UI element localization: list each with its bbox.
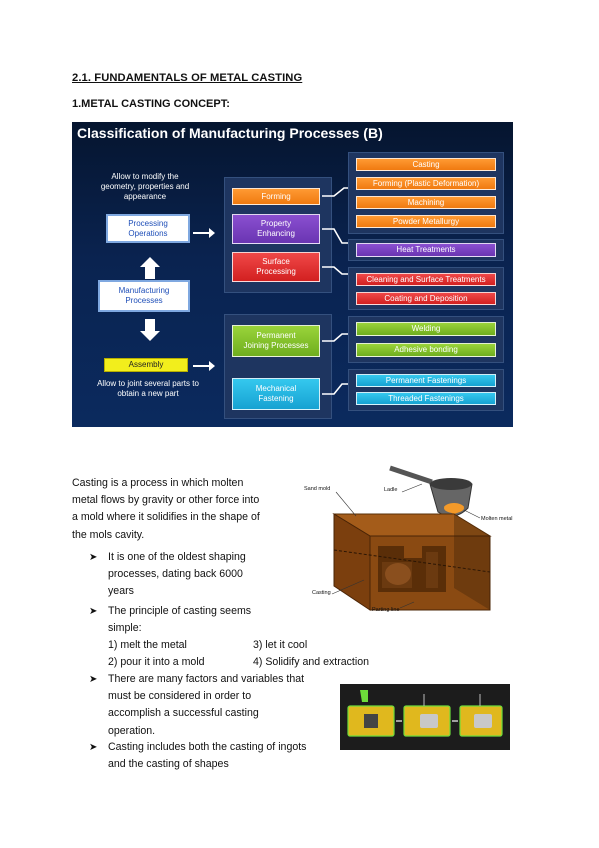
- note-joint: Allow to joint several parts to obtain a…: [78, 379, 218, 399]
- item-adhesive-bonding: Adhesive bonding: [356, 343, 496, 357]
- bullet-principle: The principle of casting seems simple:: [108, 603, 251, 637]
- para-line: the mols cavity.: [72, 528, 145, 541]
- bullet-line: simple:: [108, 622, 142, 635]
- bullet-line: Casting includes both the casting of ing…: [108, 741, 307, 753]
- section-heading: 2.1. FUNDAMENTALS OF METAL CASTING: [72, 72, 303, 84]
- box-line: Processing: [128, 218, 168, 228]
- box-line: Joining Processes: [243, 341, 309, 350]
- step-1: 1) melt the metal: [108, 639, 187, 651]
- diagram-title: Classification of Manufacturing Processe…: [77, 125, 383, 141]
- casting-definition: Casting is a process in which molten met…: [72, 475, 287, 544]
- box-line: Manufacturing: [118, 286, 170, 295]
- box-line: Permanent: [256, 331, 296, 340]
- note-line: Allow to modify the: [111, 172, 179, 181]
- box-line: Processes: [125, 296, 163, 305]
- arrow-head-icon: [209, 228, 215, 238]
- item-threaded-fastenings: Threaded Fastenings: [356, 392, 496, 405]
- bullet-line: The principle of casting seems: [108, 605, 252, 617]
- box-line: Property: [260, 219, 292, 228]
- assembly-box: Assembly: [104, 358, 188, 372]
- para-line: metal flows by gravity or other force in…: [72, 494, 260, 507]
- box-line: Mechanical: [255, 384, 297, 393]
- down-arrow-stem: [145, 319, 155, 331]
- bullet-line: must be considered in order to: [108, 690, 252, 703]
- arrow-right: [193, 232, 211, 234]
- bullet-line: years: [108, 585, 134, 598]
- step-4: 4) Solidify and extraction: [253, 656, 370, 668]
- arrow-bullet-icon: ➤: [89, 674, 98, 685]
- subsection-heading: 1.METAL CASTING CONCEPT:: [72, 98, 230, 110]
- up-arrow-icon: [140, 257, 160, 267]
- box-line: Surface: [262, 257, 290, 266]
- classification-diagram: Classification of Manufacturing Processe…: [72, 122, 513, 427]
- note-line: geometry, properties and: [100, 182, 190, 191]
- label-parting-line: Parting line: [372, 607, 400, 613]
- bullet-line: accomplish a successful casting: [108, 707, 259, 720]
- item-welding: Welding: [356, 322, 496, 336]
- bullet-oldest: It is one of the oldest shaping processe…: [108, 549, 246, 601]
- note-line: obtain a new part: [117, 389, 179, 398]
- sand-casting-illustration: [331, 465, 492, 611]
- step-3: 3) let it cool: [253, 639, 308, 651]
- item-powder-metallurgy: Powder Metallurgy: [356, 215, 496, 228]
- up-arrow-stem: [145, 267, 155, 279]
- down-arrow-icon: [140, 331, 160, 341]
- item-heat-treatments: Heat Treatments: [356, 243, 496, 257]
- para-line: Casting is a process in which molten: [72, 477, 244, 489]
- box-line: Fastening: [258, 394, 294, 403]
- step-2: 2) pour it into a mold: [108, 656, 205, 668]
- bullet-line: and the casting of shapes: [108, 758, 229, 771]
- box-line: Processing: [256, 267, 296, 276]
- note-line: Allow to joint several parts to: [97, 379, 199, 388]
- forming-box: Forming: [232, 188, 320, 205]
- casting-process-image: [340, 684, 510, 750]
- para-line: a mold where it solidifies in the shape …: [72, 511, 260, 524]
- arrow-bullet-icon: ➤: [89, 742, 98, 753]
- item-permanent-fastenings: Permanent Fastenings: [356, 374, 496, 387]
- arrow-bullet-icon: ➤: [89, 552, 98, 563]
- bullet-factors: There are many factors and variables tha…: [108, 671, 304, 740]
- bullet-line: It is one of the oldest shaping: [108, 551, 246, 563]
- item-forming: Forming (Plastic Deformation): [356, 177, 496, 190]
- label-ladle: Ladle: [384, 487, 398, 493]
- bullet-ingots: Casting includes both the casting of ing…: [108, 739, 306, 773]
- arrow-head-icon: [209, 361, 215, 371]
- arrow-bullet-icon: ➤: [89, 606, 98, 617]
- box-line: Operations: [128, 228, 168, 238]
- note-modify: Allow to modify the geometry, properties…: [80, 172, 210, 202]
- bullet-line: operation.: [108, 724, 156, 737]
- note-line: appearance: [123, 192, 167, 201]
- arrow-right: [193, 365, 211, 367]
- item-cleaning: Cleaning and Surface Treatments: [356, 273, 496, 286]
- label-sand-mold: Sand mold: [304, 486, 331, 492]
- item-machining: Machining: [356, 196, 496, 209]
- bullet-line: There are many factors and variables tha…: [108, 673, 305, 685]
- item-coating: Coating and Deposition: [356, 292, 496, 305]
- bullet-line: processes, dating back 6000: [108, 568, 243, 581]
- box-line: Enhancing: [257, 229, 295, 238]
- label-molten-metal: Molten metal: [481, 516, 513, 522]
- item-casting: Casting: [356, 158, 496, 171]
- label-casting: Casting: [312, 590, 331, 596]
